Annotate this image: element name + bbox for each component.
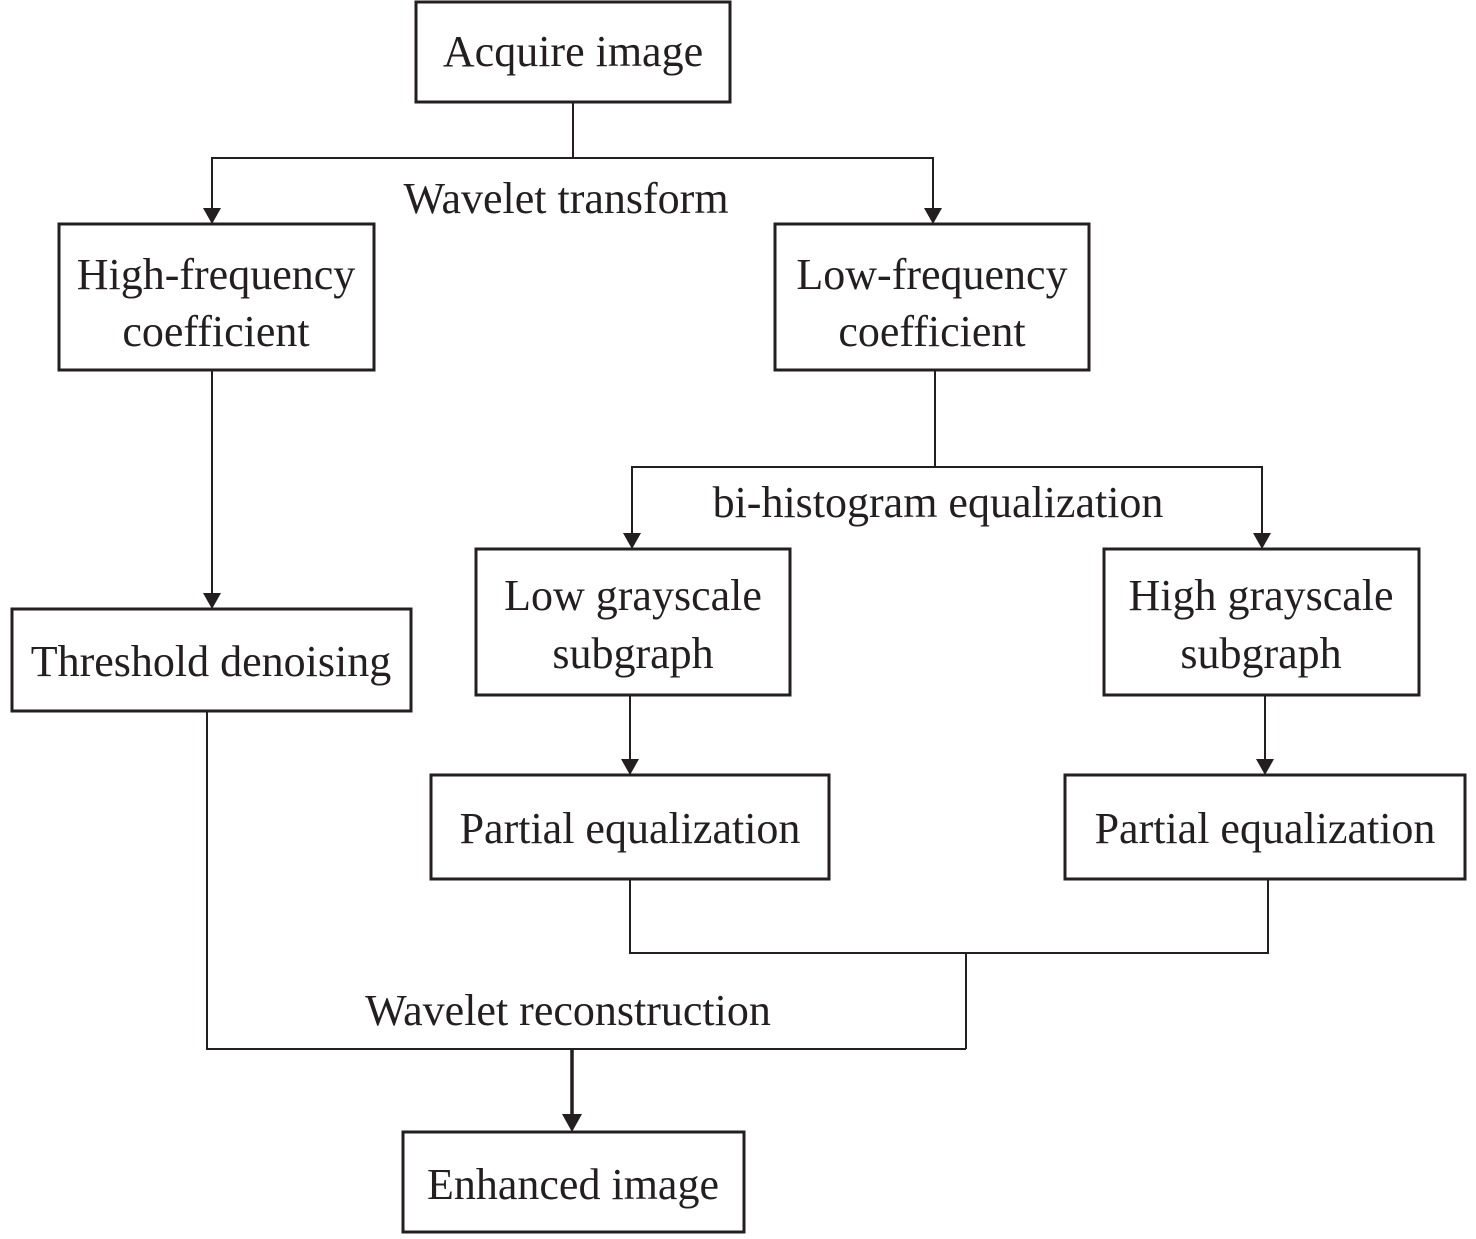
node-threshold-denoising: Threshold denoising	[10, 607, 413, 713]
node-enhanced-image: Enhanced image	[401, 1130, 746, 1234]
connector-gray-to-partial	[621, 695, 1274, 775]
arrowhead-icon	[203, 208, 221, 224]
svg-text:coefficient: coefficient	[122, 307, 309, 356]
label-wavelet-transform: Wavelet transform	[403, 174, 728, 223]
connector-high-to-threshold	[203, 370, 221, 609]
svg-text:coefficient: coefficient	[838, 307, 1025, 356]
label-bi-histogram-equalization: bi-histogram equalization	[713, 478, 1164, 527]
svg-text:Enhanced image: Enhanced image	[427, 1160, 719, 1209]
svg-text:Partial equalization: Partial equalization	[1095, 804, 1436, 853]
node-partial-equalization-left: Partial equalization	[429, 773, 831, 881]
connector-low-split	[623, 370, 1271, 549]
arrowhead-icon	[1256, 759, 1274, 775]
node-low-frequency-coefficient: Low-frequency coefficient	[773, 222, 1091, 372]
svg-text:High-frequency: High-frequency	[77, 250, 356, 299]
node-acquire-image: Acquire image	[414, 0, 732, 104]
arrowhead-icon	[562, 1114, 582, 1132]
connector-merge	[206, 711, 1269, 1132]
node-high-frequency-coefficient: High-frequency coefficient	[57, 222, 376, 372]
svg-text:subgraph: subgraph	[1180, 629, 1341, 678]
node-partial-equalization-right: Partial equalization	[1063, 773, 1467, 881]
arrowhead-icon	[623, 533, 641, 549]
svg-text:High grayscale: High grayscale	[1128, 571, 1393, 620]
arrowhead-icon	[621, 759, 639, 775]
label-wavelet-reconstruction: Wavelet reconstruction	[365, 986, 771, 1035]
arrowhead-icon	[1253, 533, 1271, 549]
svg-text:Threshold denoising: Threshold denoising	[31, 637, 392, 686]
svg-text:Partial equalization: Partial equalization	[460, 804, 801, 853]
node-high-grayscale-subgraph: High grayscale subgraph	[1102, 547, 1421, 697]
svg-text:Low-frequency: Low-frequency	[796, 250, 1067, 299]
node-low-grayscale-subgraph: Low grayscale subgraph	[474, 547, 792, 697]
arrowhead-icon	[203, 593, 221, 609]
svg-text:Acquire image: Acquire image	[443, 27, 703, 76]
svg-text:subgraph: subgraph	[552, 629, 713, 678]
svg-text:Low grayscale: Low grayscale	[504, 571, 762, 620]
arrowhead-icon	[924, 208, 942, 224]
connector-acquire-split	[203, 102, 942, 224]
